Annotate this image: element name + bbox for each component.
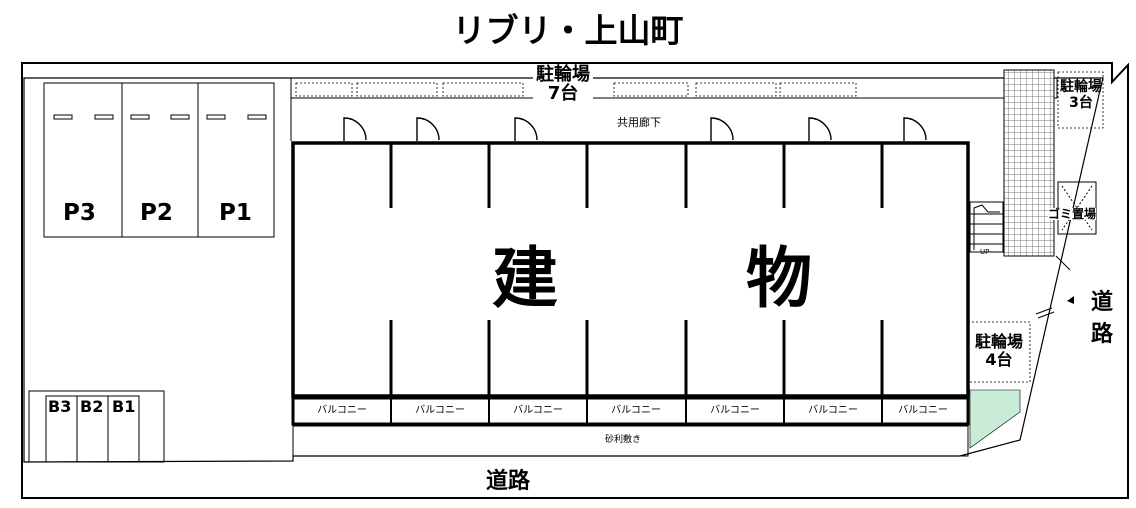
corridor-label: 共用廊下 [617, 116, 661, 129]
stairs [969, 201, 1004, 253]
bike-label-b3: B3 [48, 397, 72, 416]
gravel-label: 砂利敷き [605, 435, 642, 445]
bike-spaces [28, 390, 165, 463]
bike-parking-east-label: 駐輪場 [974, 332, 1023, 351]
balcony-label-6: バルコニー [808, 405, 858, 416]
parking-label-p1: P1 [219, 200, 252, 226]
bike-parking-east-area [967, 321, 1031, 383]
site-boundary [21, 62, 1129, 499]
balcony-label-4: バルコニー [611, 405, 661, 416]
balconies [291, 396, 970, 426]
parking-spaces [43, 82, 275, 238]
balcony-label-1: バルコニー [317, 405, 367, 416]
bike-label-b1: B1 [112, 397, 136, 416]
balcony-label-3: バルコニー [513, 405, 563, 416]
east-wall [1035, 255, 1071, 319]
planting-area [969, 389, 1021, 449]
bike-parking-northeast-count: 3台 [1069, 95, 1093, 112]
building-label-2: 物 [746, 240, 812, 317]
bike-parking-east-count: 4台 [985, 350, 1013, 370]
road-label-right: 道 路 [1089, 287, 1115, 351]
balcony-label-2: バルコニー [415, 405, 465, 416]
gravel-area [292, 425, 969, 457]
road-label-bottom: 道路 [486, 469, 531, 494]
bike-parking-northeast: 駐輪場 3台 [1058, 79, 1104, 111]
bike-parking-northeast-label: 駐輪場 [1060, 79, 1102, 95]
road-label-right-2: 路 [1090, 321, 1113, 347]
parking-label-p3: P3 [63, 200, 96, 226]
tiled-walkway [1003, 69, 1055, 257]
unit-doors [343, 117, 927, 141]
stairs-up-label: UP [980, 248, 990, 256]
bike-parking-east: 駐輪場 4台 [968, 332, 1030, 370]
bike-parking-north: 駐輪場 7台 [533, 64, 593, 104]
parking-label-p2: P2 [140, 200, 173, 226]
building-outline [291, 141, 970, 398]
balcony-label-5: バルコニー [710, 405, 760, 416]
bike-parking-north-count: 7台 [547, 82, 579, 104]
road-label-right-1: 道 [1090, 290, 1113, 315]
road-arrow-icon [1067, 296, 1074, 304]
bike-parking-northeast-area [1057, 71, 1104, 129]
building-label-1: 建 [492, 240, 558, 317]
bike-label-b2: B2 [80, 397, 104, 416]
bike-parking-north-area [290, 77, 1058, 99]
balcony-label-7: バルコニー [898, 405, 948, 416]
garbage-label: ゴミ置場 [1048, 207, 1097, 221]
page-title: リブリ・上山町 [452, 11, 684, 50]
bike-parking-north-label: 駐輪場 [536, 64, 590, 85]
